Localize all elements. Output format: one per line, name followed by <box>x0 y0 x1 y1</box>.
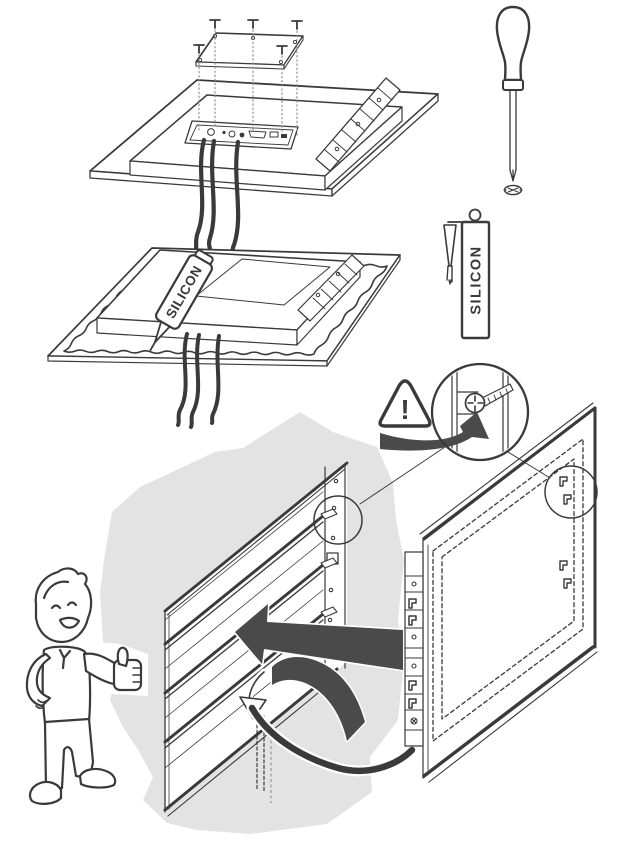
rail-tips <box>320 508 338 618</box>
screwdriver-ferrule <box>502 79 524 91</box>
step-apply-silicon: SILICON <box>47 247 401 429</box>
flip-arrow-icon <box>239 655 367 743</box>
plank-lines <box>164 491 324 769</box>
callout-line-left <box>359 446 446 505</box>
dashed-glass-outline <box>432 438 584 742</box>
tube-cap <box>468 208 482 222</box>
highlight-circle-right <box>544 465 598 519</box>
person-head <box>34 567 93 644</box>
warning-triangle-icon: ! <box>378 379 432 428</box>
power-cable <box>246 702 418 777</box>
strip-screws <box>410 581 418 725</box>
screw-head-icon <box>503 184 523 196</box>
step-mount-panel: ! <box>18 362 598 834</box>
person-eyes <box>50 601 78 610</box>
tube-nozzle <box>443 224 457 285</box>
person-right-shoe <box>78 767 117 789</box>
magnifier-contents <box>451 366 514 458</box>
installer-person <box>18 566 148 810</box>
screwdriver-handle <box>495 5 531 82</box>
screwdriver-shaft <box>509 89 517 182</box>
bracket-screws <box>334 97 382 152</box>
exclamation-mark: ! <box>400 394 409 425</box>
silicon-tube-label: SILICON <box>469 245 485 314</box>
person-left-shoe <box>28 780 63 805</box>
phillips-screw-icon <box>464 383 514 414</box>
tube-body <box>460 220 491 340</box>
thumbs-up-icon <box>112 646 143 692</box>
screw-icon <box>193 19 303 55</box>
callout-line-right <box>507 451 551 479</box>
insert-arrow-icon <box>233 602 405 672</box>
frame-panel <box>404 402 598 783</box>
strip-hooks <box>408 598 417 709</box>
dotted-guide-lines <box>198 29 298 136</box>
signal-cables-2 <box>176 332 221 429</box>
step-attach-cover-plate <box>89 19 439 259</box>
magnifier-arrow <box>380 412 489 451</box>
person-left-arm <box>25 652 52 708</box>
hook-strip <box>404 551 424 747</box>
magnifier-detail-circle <box>380 362 530 462</box>
person-collar <box>58 648 72 670</box>
highlight-circle-left <box>313 495 363 545</box>
person-hip-hand <box>35 699 47 710</box>
screwdriver-icon <box>495 5 531 196</box>
mounting-screws <box>193 19 303 136</box>
cover-plate <box>195 32 304 70</box>
panel-hooks <box>559 476 572 589</box>
side-bracket <box>315 77 401 172</box>
silicon-tube-icon: SILICON <box>443 208 491 340</box>
side-bracket-2 <box>297 254 365 322</box>
person-torso <box>41 645 92 725</box>
applicator-body <box>154 254 214 330</box>
ports <box>207 128 287 139</box>
bracket-slats <box>324 87 393 163</box>
person-mouth <box>58 616 81 629</box>
person-hair <box>42 580 70 600</box>
